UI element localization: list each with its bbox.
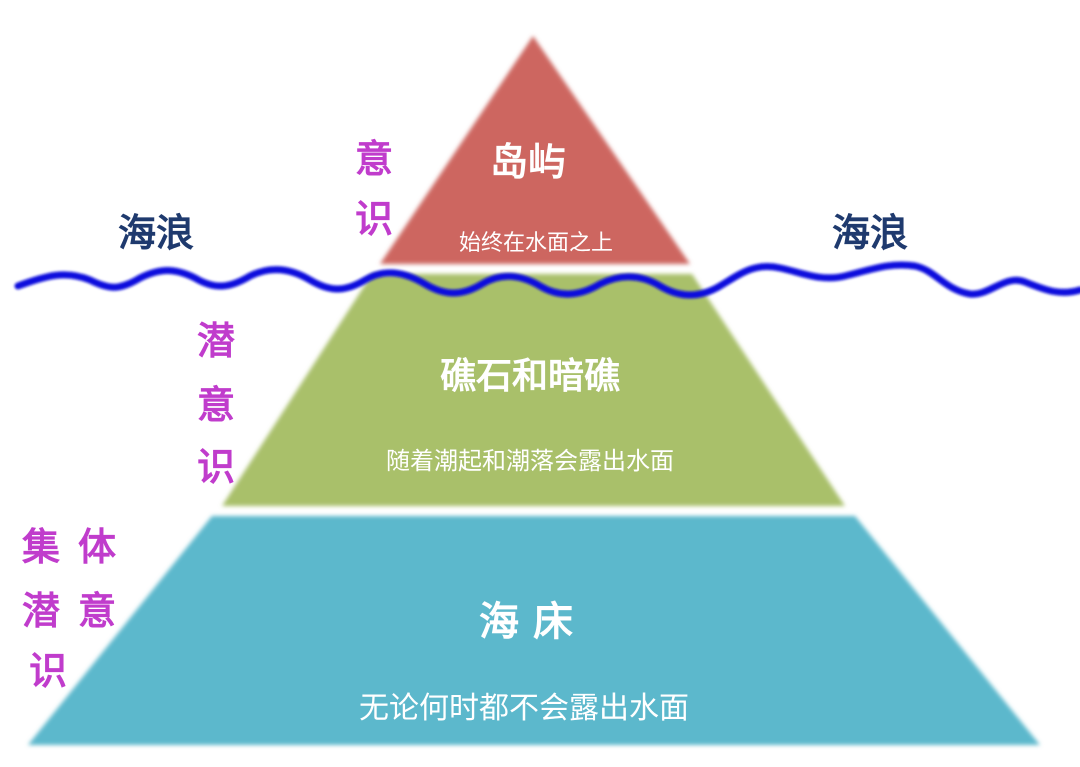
tier-seabed-shape <box>28 516 1040 745</box>
tier-island-subtitle: 始终在水面之上 <box>459 231 613 256</box>
tier-reef-subtitle: 随着潮起和潮落会露出水面 <box>386 447 674 475</box>
side-label-subconscious-char-3: 识 <box>197 444 235 489</box>
wave-line <box>14 261 1080 299</box>
wave-label-left: 海浪 <box>118 210 194 255</box>
side-label-collective-row-2: 潜意 <box>22 588 134 633</box>
tier-reef-shape <box>222 274 845 506</box>
wave-label-right: 海浪 <box>832 210 908 255</box>
tier-seabed-subtitle: 无论何时都不会露出水面 <box>359 691 689 726</box>
tier-island-title: 岛屿 <box>490 139 566 184</box>
tier-reef-title: 礁石和暗礁 <box>440 355 620 397</box>
tier-seabed-title: 海 床 <box>479 598 573 645</box>
side-label-subconscious-char-2: 意 <box>197 382 235 427</box>
side-label-conscious-char-1: 意 <box>355 136 393 181</box>
tier-island-shape <box>380 36 690 264</box>
side-label-collective-row-1: 集体 <box>21 524 134 569</box>
side-label-collective-row-3: 识 <box>29 648 67 693</box>
side-label-conscious-char-2: 识 <box>355 196 393 241</box>
side-label-subconscious-char-1: 潜 <box>197 318 235 363</box>
